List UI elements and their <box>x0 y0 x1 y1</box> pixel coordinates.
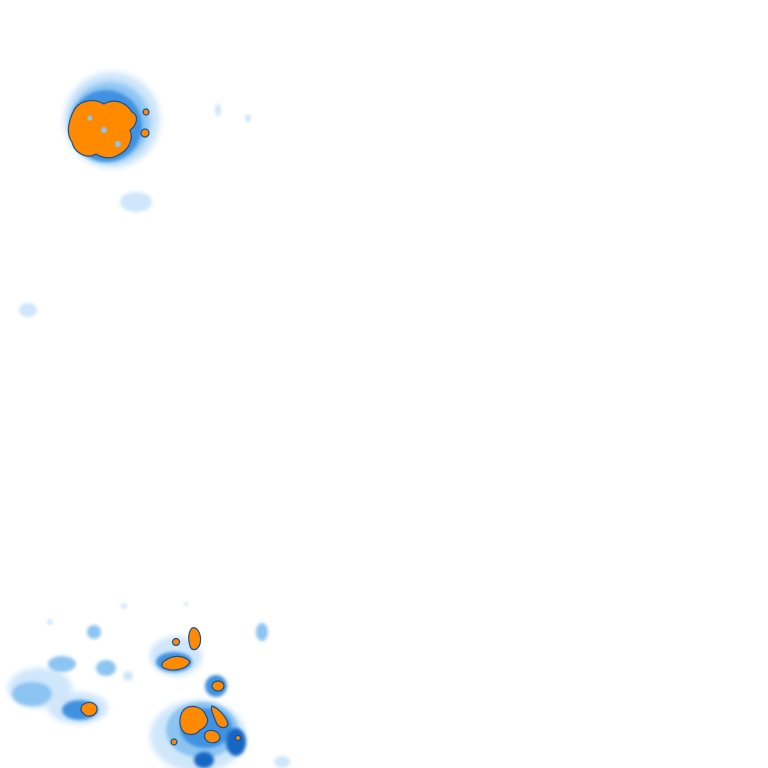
precip-fragment <box>245 114 251 122</box>
storm-core <box>210 705 229 729</box>
storm-core-fleck <box>170 738 178 746</box>
storm-hole <box>115 141 121 147</box>
precip-fragment <box>121 603 127 609</box>
storm-cluster-southwest <box>8 602 290 768</box>
precip-fragment <box>87 625 101 639</box>
storm-core <box>203 729 221 744</box>
precip-fragments-north <box>19 104 251 317</box>
storm-core <box>211 680 225 692</box>
storm-core <box>161 655 191 671</box>
storm-cluster-south <box>150 627 246 768</box>
storm-cell-northwest <box>64 72 160 168</box>
precip-fragment <box>274 756 290 768</box>
precip-fragment <box>120 192 152 212</box>
storm-core-fleck <box>171 637 181 647</box>
storm-core-fleck <box>234 734 242 742</box>
storm-core <box>188 627 202 651</box>
storm-core <box>179 705 209 736</box>
storm-hole <box>87 115 93 121</box>
storm-band <box>194 752 214 768</box>
storm-core-fleck <box>142 108 150 116</box>
storm-core-fleck <box>140 128 150 138</box>
precip-fragment <box>47 619 53 625</box>
storm-band <box>48 656 76 672</box>
storm-hole <box>101 127 107 133</box>
precip-fragment <box>184 602 188 606</box>
precip-fragment <box>123 671 133 681</box>
precip-fragment <box>256 623 268 641</box>
storm-band <box>12 682 52 706</box>
precip-fragment <box>215 104 221 116</box>
precip-fragment <box>19 303 37 317</box>
storm-band <box>226 728 246 756</box>
precip-fragment <box>96 660 116 676</box>
storm-core <box>80 701 98 717</box>
